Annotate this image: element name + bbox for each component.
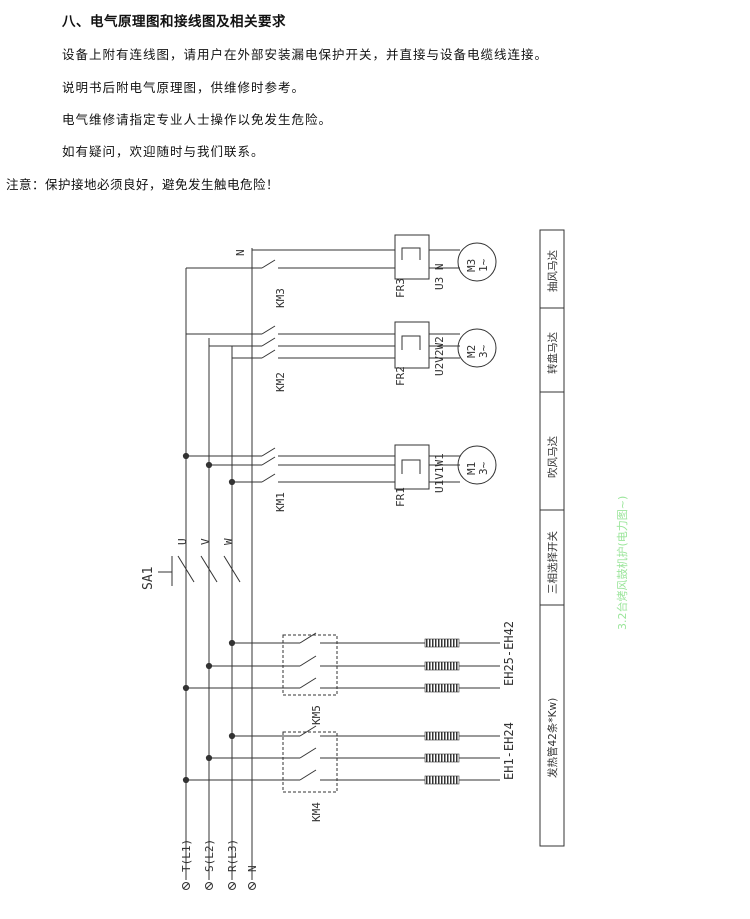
label-motor-m2-phase: 3~ [477, 344, 490, 358]
section-phase-selector: 三相选择开关 [546, 531, 559, 594]
label-km1: KM1 [274, 492, 287, 512]
label-phase-v: V [199, 538, 212, 545]
terminal-r-l3: R(L3) [226, 839, 239, 872]
label-motor-m2: M2 [465, 345, 478, 358]
label-km3: KM3 [274, 288, 287, 308]
heater-element [424, 731, 460, 741]
side-note-green: 3.2台烤风鼓机护(电力图~) [615, 496, 629, 630]
label-neutral-top: N [234, 249, 247, 256]
section-heating-tubes: 发热管42条*Kw) [546, 698, 559, 778]
label-fr1: FR1 [394, 487, 407, 507]
heater-element [424, 638, 460, 648]
heater-element [424, 775, 460, 785]
label-motor-m1-phase: 3~ [477, 461, 490, 475]
terminal-s-l2: S(L2) [203, 839, 216, 872]
terminal-n: N [246, 865, 259, 872]
label-sa1: SA1 [141, 567, 156, 590]
label-m1-terminals: U1V1W1 [433, 453, 446, 493]
label-motor-m3-phase: 1~ [477, 258, 490, 272]
label-fr2: FR2 [394, 366, 407, 386]
section-blower-motor: 吹风马达 [546, 436, 559, 478]
label-phase-u: U [176, 538, 189, 545]
label-km5: KM5 [310, 705, 323, 725]
label-km2: KM2 [274, 372, 287, 392]
heater-element [424, 753, 460, 763]
label-km4: KM4 [310, 802, 323, 822]
label-motor-m1: M1 [465, 462, 478, 475]
paragraph-3: 电气维修请指定专业人士操作以免发生危险。 [62, 112, 333, 127]
heater-element [424, 683, 460, 693]
heater-element [424, 661, 460, 671]
label-motor-m3: M3 [465, 259, 478, 272]
label-fr3: FR3 [394, 278, 407, 298]
section-heading: 八、电气原理图和接线图及相关要求 [62, 14, 286, 30]
paragraph-4: 如有疑问，欢迎随时与我们联系。 [62, 144, 265, 159]
terminal-t-l1: T(L1) [180, 839, 193, 872]
label-m2-terminals: U2V2W2 [433, 336, 446, 376]
label-heaters-lower: EH1-EH24 [502, 722, 516, 780]
label-phase-w: W [222, 538, 235, 545]
section-turntable-motor: 转盘马达 [546, 332, 559, 374]
paragraph-1: 设备上附有连线图，请用户在外部安装漏电保护开关，并直接与设备电缆线连接。 [62, 47, 549, 62]
wiring-schematic: N KM3 KM2 KM1 KM5 KM4 FR3 FR2 FR1 U3 N U… [141, 229, 629, 890]
label-heaters-upper: EH25-EH42 [502, 621, 516, 686]
paragraph-2: 说明书后附电气原理图，供维修时参考。 [62, 80, 306, 95]
safety-note: 注意：保护接地必须良好，避免发生触电危险！ [6, 177, 280, 192]
label-m3-terminals: U3 N [433, 264, 446, 291]
section-exhaust-motor: 抽风马达 [546, 250, 559, 292]
